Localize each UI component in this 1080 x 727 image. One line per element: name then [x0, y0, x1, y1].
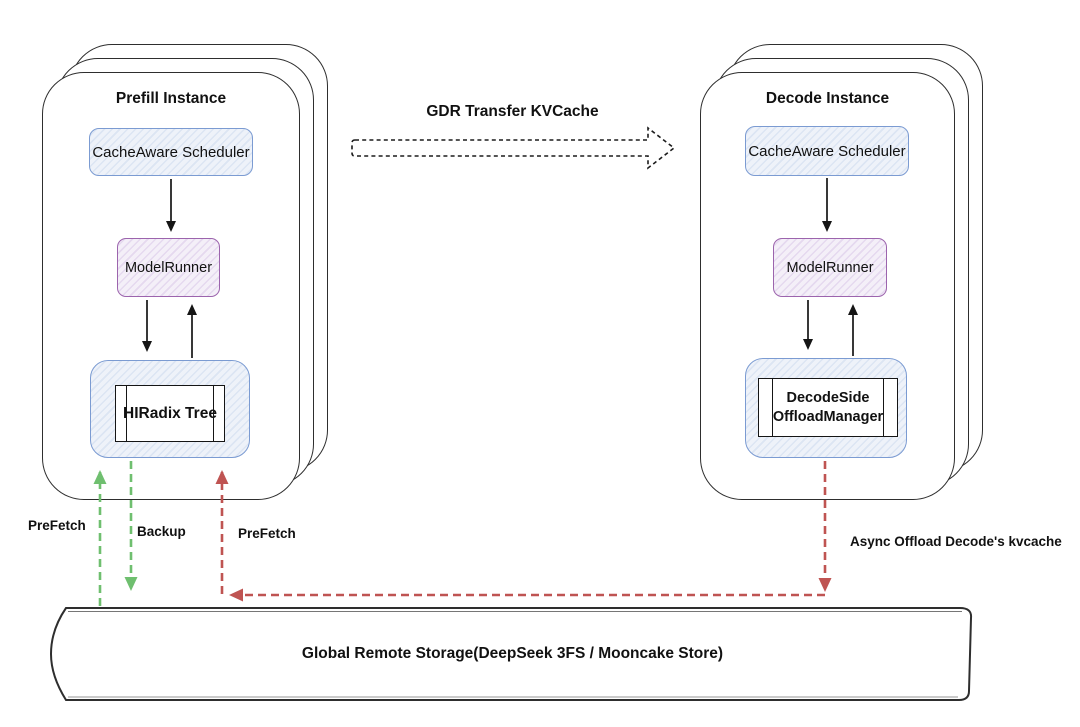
global-remote-storage-cylinder — [49, 607, 973, 701]
decode-cacheaware-scheduler: CacheAware Scheduler — [745, 126, 909, 176]
gdr-transfer-arrow — [351, 126, 676, 170]
prefill-cacheaware-scheduler: CacheAware Scheduler — [89, 128, 253, 176]
gdr-transfer-label: GDR Transfer KVCache — [426, 103, 599, 120]
prefill-cache-label: HIRadix Tree — [123, 404, 217, 422]
async-offload-label: Async Offload Decode's kvcache — [850, 534, 1062, 549]
divider — [213, 386, 214, 441]
divider — [772, 379, 773, 436]
decode-title: Decode Instance — [765, 90, 890, 107]
decode-cache-label: DecodeSide OffloadManager — [772, 390, 884, 425]
divider — [883, 379, 884, 436]
global-remote-storage-label: Global Remote Storage(DeepSeek 3FS / Moo… — [301, 645, 724, 662]
divider — [126, 386, 127, 441]
prefill-title: Prefill Instance — [115, 90, 227, 107]
backup-label: Backup — [137, 524, 186, 539]
decode-model-runner: ModelRunner — [773, 238, 887, 297]
prefill-hiradix-tree: HIRadix Tree — [115, 385, 225, 442]
prefetch-left-label: PreFetch — [28, 518, 86, 533]
decode-offload-manager: DecodeSide OffloadManager — [758, 378, 898, 437]
prefill-model-runner: ModelRunner — [117, 238, 220, 297]
prefetch-right-label: PreFetch — [238, 526, 296, 541]
